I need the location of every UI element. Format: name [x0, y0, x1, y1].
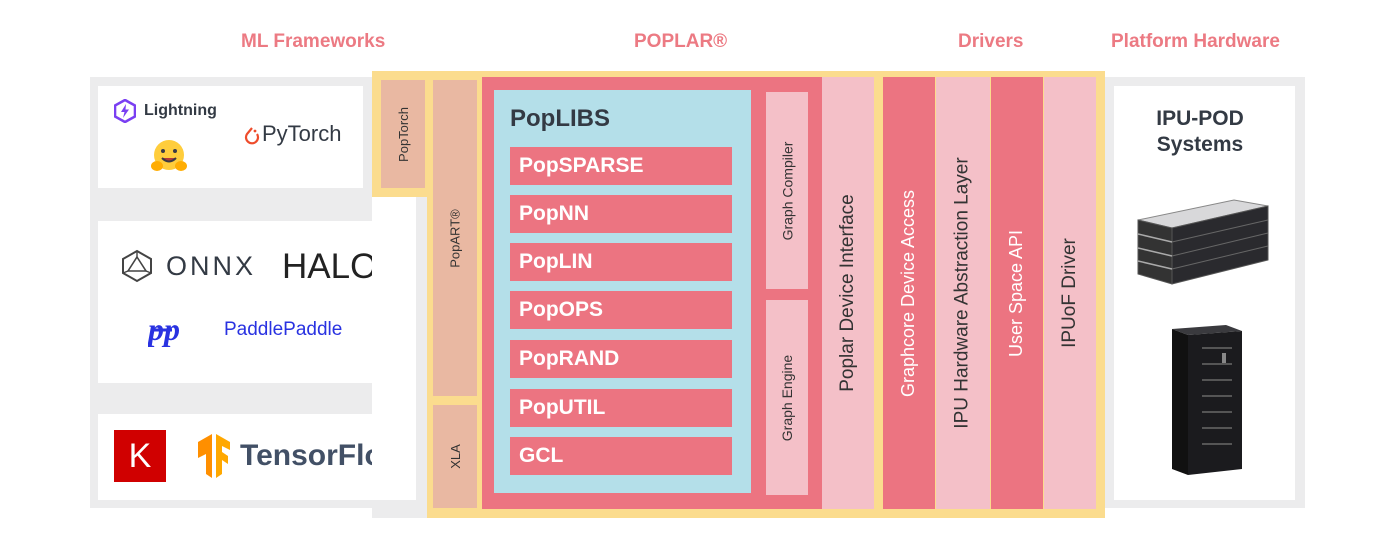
graph-engine-block: Graph Engine: [766, 300, 808, 495]
hugging-face-icon: [150, 138, 188, 176]
poplar-device-interface-block: Poplar Device Interface: [822, 77, 874, 509]
user-space-api-label: User Space API: [1006, 229, 1027, 357]
popart-block: PopART®: [433, 80, 477, 396]
pytorch-label: PyTorch: [262, 121, 342, 146]
rack-cabinet-icon: [1168, 323, 1246, 477]
onnx-label: ONNX: [166, 251, 257, 281]
ipu-hal-block: IPU Hardware Abstraction Layer: [936, 77, 990, 509]
poplibs-item-poprand: PopRAND: [510, 340, 732, 378]
frameworks-box-tensorflow: K TensorFlow: [98, 414, 416, 500]
frameworks-box-pytorch: Lightning PyTorch: [98, 86, 363, 188]
poplibs-item-gcl: GCL: [510, 437, 732, 475]
popart-label: PopART®: [447, 208, 463, 268]
poplar-frame-notch-inner: [372, 197, 416, 500]
paddlepaddle-icon: pp: [145, 311, 214, 348]
pytorch-icon: [244, 126, 260, 146]
server-rack-icon: [1134, 198, 1270, 286]
tensorflow-icon: [196, 434, 232, 478]
frameworks-box-onnx: ONNX HALO pp PaddlePaddle: [98, 221, 416, 383]
header-ml-frameworks: ML Frameworks: [241, 31, 386, 52]
poplibs-item-poputil: PopUTIL: [510, 389, 732, 427]
poplibs-item-popnn: PopNN: [510, 195, 732, 233]
ipuof-driver-block: IPUoF Driver: [1044, 77, 1096, 509]
paddlepaddle-label: PaddlePaddle: [224, 319, 343, 340]
header-poplar: POPLAR®: [634, 31, 728, 52]
poptorch-block: PopTorch: [381, 80, 425, 188]
poplibs-title: PopLIBS: [510, 105, 610, 132]
user-space-api-block: User Space API: [991, 77, 1043, 509]
header-drivers: Drivers: [958, 31, 1024, 52]
poplibs-item-popsparse: PopSPARSE: [510, 147, 732, 185]
poplar-device-interface-label: Poplar Device Interface: [837, 194, 858, 392]
halo-label: HALO: [282, 247, 378, 286]
ipuof-driver-label: IPUoF Driver: [1059, 238, 1081, 348]
graph-compiler-block: Graph Compiler: [766, 92, 808, 289]
hardware-title: IPU-POD Systems: [1156, 107, 1244, 156]
graphcore-device-access-label: Graphcore Device Access: [898, 189, 919, 397]
poplibs-item-poplin: PopLIN: [510, 243, 732, 281]
graph-engine-label: Graph Engine: [779, 354, 795, 441]
graph-compiler-label: Graph Compiler: [779, 141, 796, 240]
poplibs-item-popops: PopOPS: [510, 291, 732, 329]
lightning-label: Lightning: [144, 102, 217, 119]
keras-letter: K: [128, 437, 152, 475]
header-platform-hardware: Platform Hardware: [1111, 31, 1280, 52]
ipu-hal-label: IPU Hardware Abstraction Layer: [952, 157, 973, 429]
xla-label: XLA: [447, 444, 463, 469]
onnx-icon: [120, 249, 154, 283]
xla-block: XLA: [433, 405, 477, 508]
lightning-icon: [113, 98, 137, 124]
poptorch-label: PopTorch: [395, 106, 411, 162]
graphcore-device-access-block: Graphcore Device Access: [883, 77, 935, 509]
keras-icon: K: [114, 430, 166, 482]
